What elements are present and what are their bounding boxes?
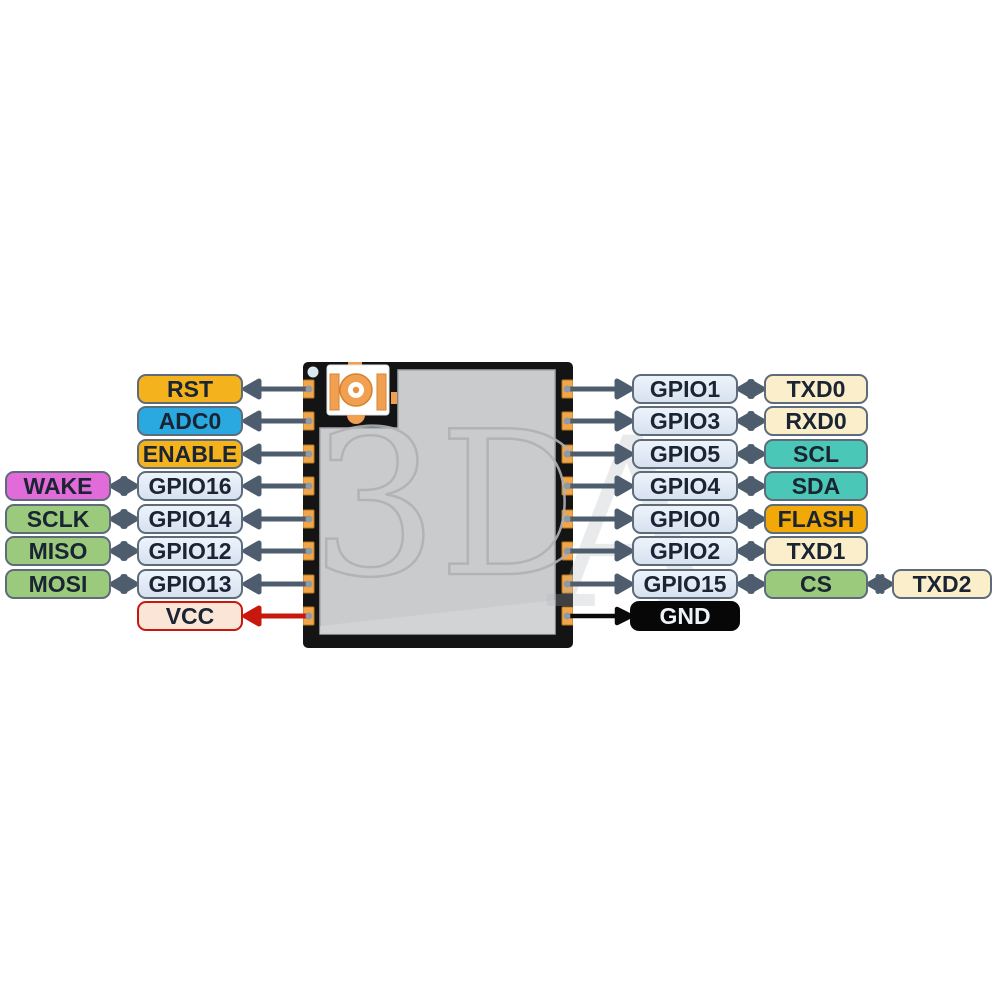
alias-txd2: TXD2 — [892, 569, 992, 599]
link-miso-gpio12 — [109, 541, 139, 561]
alias-miso: MISO — [5, 536, 111, 566]
link-mosi-gpio13 — [109, 574, 139, 594]
link-gpio2-txd1 — [736, 541, 766, 561]
pin-enable: ENABLE — [137, 439, 243, 469]
wire-adc0 — [242, 410, 313, 432]
wire-gpio4 — [563, 475, 634, 497]
pin-adc0: ADC0 — [137, 406, 243, 436]
shield-sheen — [320, 600, 555, 634]
alias-mosi: MOSI — [5, 569, 111, 599]
wire-gpio13 — [242, 573, 313, 595]
ufl-antenna-connector — [326, 362, 397, 424]
wire-gpio2 — [563, 540, 634, 562]
alias-txd0: TXD0 — [764, 374, 868, 404]
wire-gpio15 — [563, 573, 634, 595]
link-wake-gpio16 — [109, 476, 139, 496]
pin-gpio4: GPIO4 — [632, 471, 738, 501]
link-gpio5-scl — [736, 444, 766, 464]
alias-rxd0: RXD0 — [764, 406, 868, 436]
wire-gpio14 — [242, 508, 313, 530]
pin-gpio1: GPIO1 — [632, 374, 738, 404]
pin-gnd: GND — [630, 601, 740, 631]
alias-sclk: SCLK — [5, 504, 111, 534]
wire-gpio5 — [563, 443, 634, 465]
link-gpio4-sda — [736, 476, 766, 496]
wire-gpio12 — [242, 540, 313, 562]
pin-gpio3: GPIO3 — [632, 406, 738, 436]
pin-gpio13: GPIO13 — [137, 569, 243, 599]
pin-gpio2: GPIO2 — [632, 536, 738, 566]
pin-gpio15: GPIO15 — [632, 569, 738, 599]
wire-enable — [242, 443, 313, 465]
watermark-3d: 3D — [311, 389, 573, 622]
wire-vcc — [242, 605, 313, 627]
link-gpio0-flash — [736, 509, 766, 529]
alias-txd1: TXD1 — [764, 536, 868, 566]
alias-wake: WAKE — [5, 471, 111, 501]
alias-scl: SCL — [764, 439, 868, 469]
alias-sda: SDA — [764, 471, 868, 501]
pin-gpio5: GPIO5 — [632, 439, 738, 469]
fiducial-dot — [307, 366, 319, 378]
link-gpio3-rxd0 — [736, 411, 766, 431]
pin-vcc: VCC — [137, 601, 243, 631]
pin-rst: RST — [137, 374, 243, 404]
link-gpio15-cs — [736, 574, 766, 594]
alias-cs: CS — [764, 569, 868, 599]
wire-gpio0 — [563, 508, 634, 530]
link-cs-txd2 — [866, 574, 894, 594]
alias-flash: FLASH — [764, 504, 868, 534]
link-gpio1-txd0 — [736, 379, 766, 399]
link-sclk-gpio14 — [109, 509, 139, 529]
pin-gpio16: GPIO16 — [137, 471, 243, 501]
pin-gpio14: GPIO14 — [137, 504, 243, 534]
pin-gpio12: GPIO12 — [137, 536, 243, 566]
wire-gnd — [563, 606, 634, 626]
pin-gpio0: GPIO0 — [632, 504, 738, 534]
wire-rst — [242, 378, 313, 400]
wire-gpio1 — [563, 378, 634, 400]
wire-gpio3 — [563, 410, 634, 432]
wire-gpio16 — [242, 475, 313, 497]
